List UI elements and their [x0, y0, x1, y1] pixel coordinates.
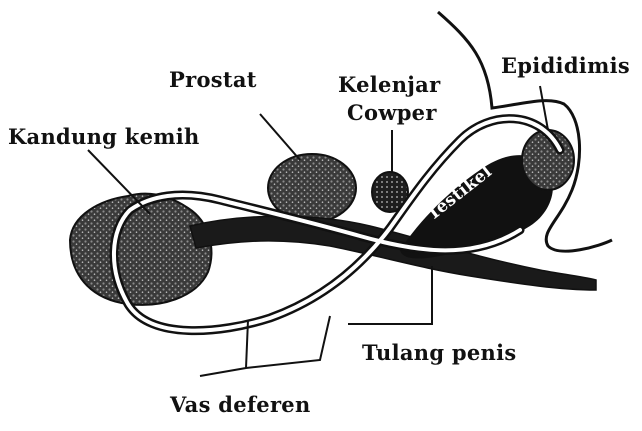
label-vas-deferen: Vas deferen	[170, 392, 311, 417]
label-kelenjar: Kelenjar	[338, 72, 440, 97]
label-epididimis: Epididimis	[501, 53, 630, 78]
label-prostat: Prostat	[169, 67, 257, 92]
bracket-tulang-penis	[348, 266, 432, 324]
leader-prostat	[260, 114, 300, 160]
label-tulang-penis: Tulang penis	[362, 340, 517, 365]
label-cowper: Cowper	[347, 100, 437, 125]
label-kandung-kemih: Kandung kemih	[8, 124, 200, 149]
bladder-organ	[70, 194, 211, 305]
